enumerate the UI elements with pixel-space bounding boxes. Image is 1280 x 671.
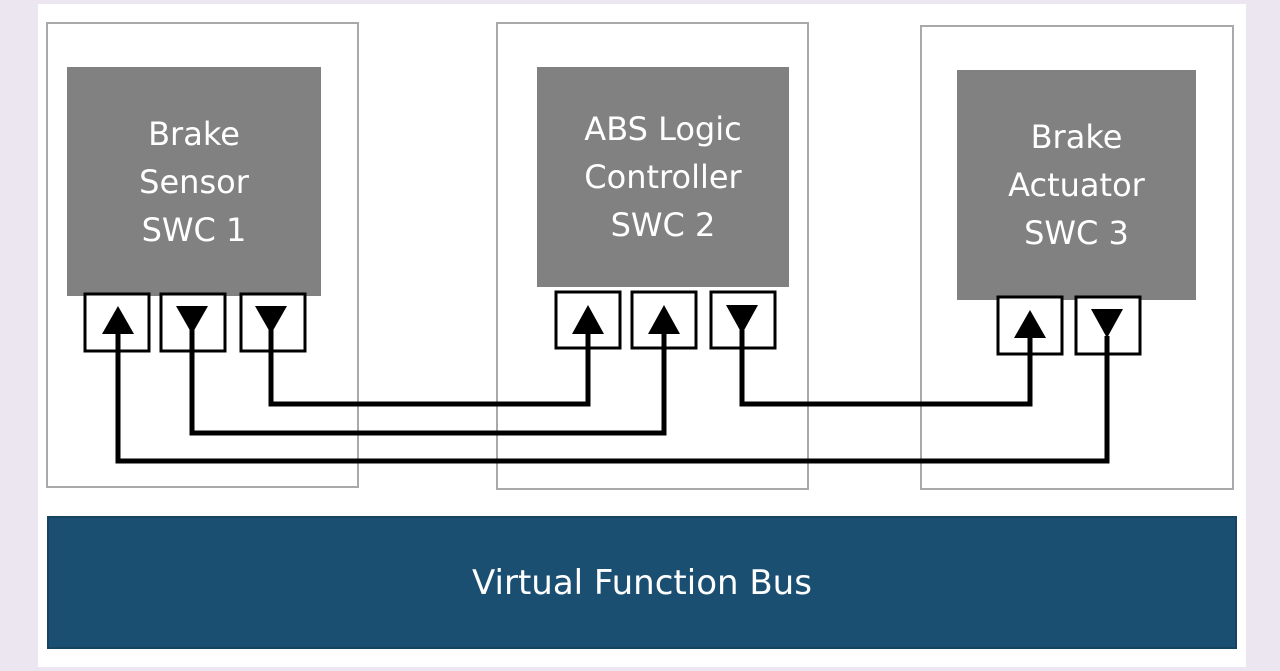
virtual-function-bus: Virtual Function Bus — [47, 516, 1237, 649]
swc-2-label: ABS Logic Controller SWC 2 — [584, 110, 742, 244]
up-arrow-icon — [572, 305, 604, 334]
bus-label: Virtual Function Bus — [472, 562, 812, 603]
wire-swc1-port3-to-swc2-port1 — [268, 330, 591, 407]
down-arrow-icon — [726, 305, 758, 334]
brake-sensor-swc-1: Brake Sensor SWC 1 — [67, 67, 321, 296]
swc-2-frame — [496, 22, 809, 490]
up-arrow-icon — [1014, 310, 1046, 338]
swc-3-frame — [920, 25, 1234, 490]
wire-swc3-port2-to-swc1-port1 — [115, 334, 1110, 464]
swc-1-label: Brake Sensor SWC 1 — [139, 114, 249, 249]
abs-logic-controller-swc-2: ABS Logic Controller SWC 2 — [537, 67, 789, 287]
wire-swc1-port2-to-swc2-port2 — [189, 330, 667, 436]
down-arrow-icon — [1091, 309, 1123, 338]
up-arrow-icon — [102, 306, 134, 334]
down-arrow-icon — [176, 306, 208, 334]
swc-1-frame — [46, 22, 359, 488]
swc-3-label: Brake Actuator SWC 3 — [1008, 118, 1145, 252]
wire-swc2-port3-to-swc3-port1 — [739, 330, 1033, 407]
up-arrow-icon — [648, 305, 680, 334]
down-arrow-icon — [255, 306, 287, 334]
brake-actuator-swc-3: Brake Actuator SWC 3 — [957, 70, 1196, 300]
